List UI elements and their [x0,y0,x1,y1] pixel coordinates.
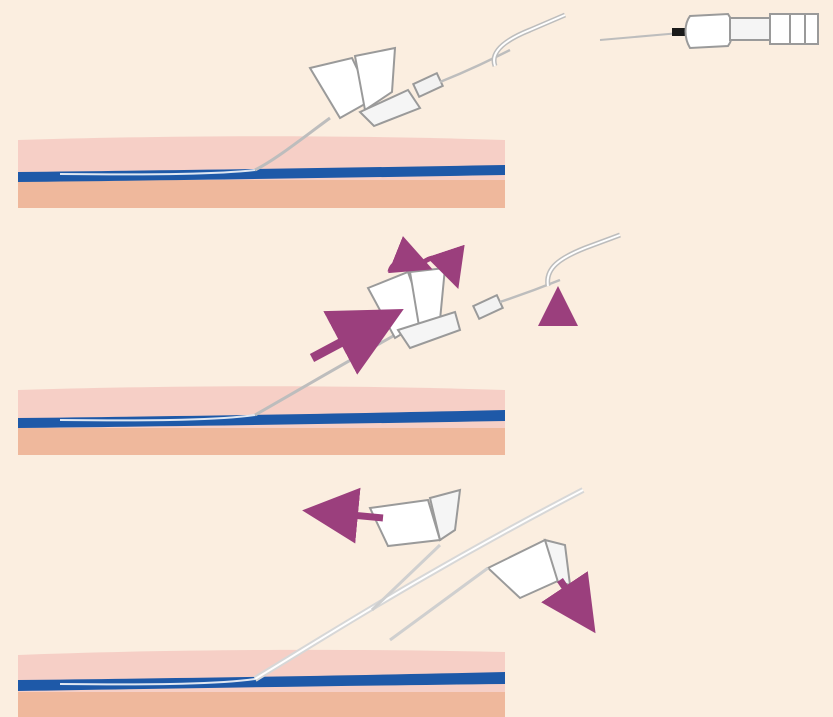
needle-hub-icon [368,268,503,348]
guidewire-icon [494,15,565,66]
tissue-layer-2 [18,386,505,455]
sheath-left-half [370,490,460,610]
catheter-connector-icon [600,14,818,48]
left-arrow-icon [330,513,383,518]
panel-2 [18,235,620,455]
panel-3 [18,490,583,717]
guidewire-icon [548,235,620,286]
sheath-right-half [390,540,570,640]
panel-1 [18,14,818,208]
tissue-layer-1 [18,136,505,208]
needle-hub-icon [310,48,443,126]
tissue-layer-3 [18,650,505,717]
rotate-arrow-icon [390,260,414,272]
